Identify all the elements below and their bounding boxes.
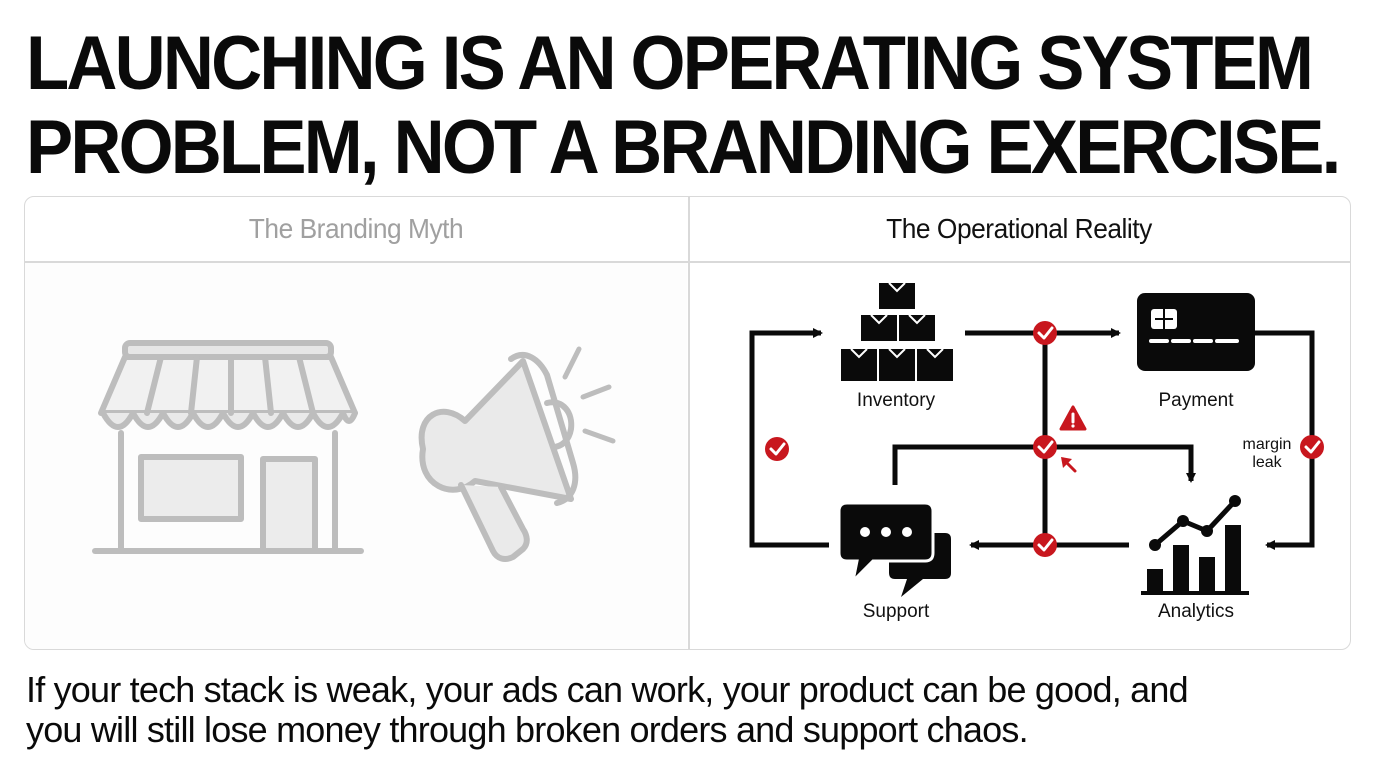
- check-icon: [1033, 533, 1057, 557]
- footer-text: If your tech stack is weak, your ads can…: [26, 670, 1356, 750]
- footer-line-1: If your tech stack is weak, your ads can…: [26, 669, 1189, 710]
- chat-bubbles-icon: [837, 501, 951, 597]
- margin-leak-line-2: leak: [1252, 454, 1282, 471]
- margin-leak-line-1: margin: [1243, 436, 1292, 453]
- headline-line-1: LAUNCHING IS AN OPERATING SYSTEM: [26, 21, 1314, 106]
- storefront-icon: [92, 340, 364, 554]
- reality-svg: Inventory Payment Support: [749, 282, 1324, 622]
- red-arrow-icon: [1061, 457, 1077, 473]
- headline-line-2: PROBLEM, NOT A BRANDING EXERCISE.: [26, 105, 1341, 190]
- comparison-panel: The Branding Myth The Operational Realit…: [24, 196, 1351, 650]
- node-payment-label: Payment: [1159, 390, 1235, 411]
- check-icon: [1033, 321, 1057, 345]
- flow-support-to-inventory: [749, 328, 829, 548]
- check-icon: [1300, 435, 1324, 459]
- bar-chart-icon: [1141, 495, 1249, 595]
- megaphone-icon: [418, 346, 616, 562]
- operational-reality-title: The Operational Reality: [886, 213, 1152, 244]
- boxes-icon: [841, 282, 953, 381]
- branding-myth-illustration: [25, 263, 687, 649]
- node-inventory-label: Inventory: [857, 390, 936, 411]
- node-analytics-label: Analytics: [1158, 601, 1234, 622]
- footer-line-2: you will still lose money through broken…: [26, 709, 1029, 750]
- header-divider: [25, 261, 1350, 263]
- warning-icon: [1059, 405, 1087, 431]
- check-icon: [1033, 435, 1057, 459]
- headline: LAUNCHING IS AN OPERATING SYSTEM PROBLEM…: [26, 21, 1341, 190]
- column-divider: [688, 197, 690, 649]
- branding-myth-title: The Branding Myth: [248, 213, 464, 244]
- myth-svg: [92, 340, 616, 562]
- check-icon: [765, 437, 789, 461]
- credit-card-icon: [1137, 293, 1255, 371]
- node-support-label: Support: [863, 601, 930, 622]
- operational-reality-diagram: Inventory Payment Support: [689, 263, 1350, 649]
